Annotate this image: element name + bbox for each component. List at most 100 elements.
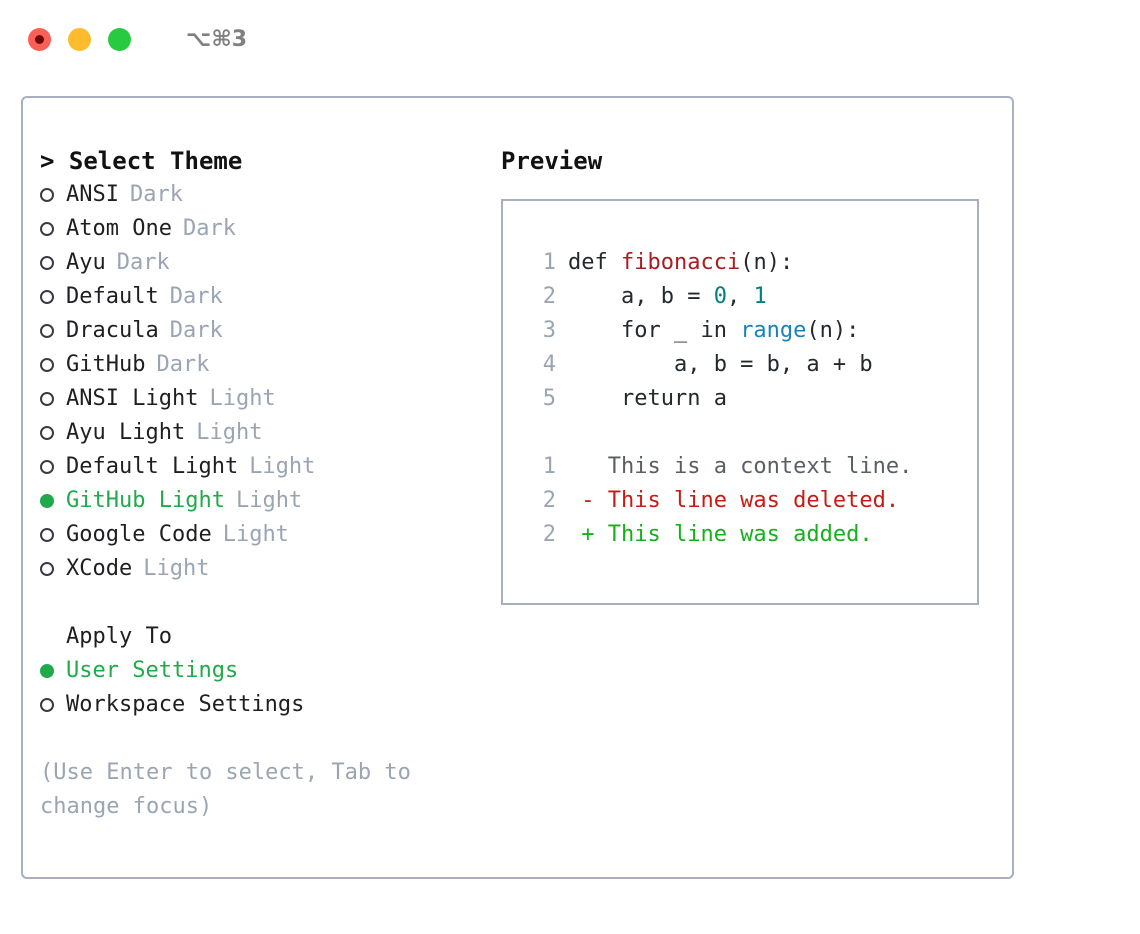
apply-to-option-user-settings[interactable]: User Settings bbox=[40, 654, 493, 688]
theme-kind-badge: Light bbox=[222, 522, 289, 547]
theme-kind-badge: Dark bbox=[169, 318, 223, 343]
theme-name: Google Code bbox=[66, 522, 212, 547]
apply-to-heading: Apply To bbox=[66, 624, 172, 649]
title-bar: ⌥⌘3 bbox=[0, 0, 1140, 78]
window-title: ⌥⌘3 bbox=[186, 26, 248, 52]
diff-line-ctx: 1 This is a context line. bbox=[522, 450, 977, 484]
code-token: for _ in bbox=[568, 318, 741, 343]
radio-unselected-icon[interactable] bbox=[40, 562, 54, 576]
radio-unselected-icon[interactable] bbox=[40, 698, 54, 712]
line-number: 1 bbox=[542, 250, 556, 275]
code-line: 4 a, b = b, a + b bbox=[522, 348, 977, 382]
maximize-button[interactable] bbox=[108, 27, 131, 51]
diff-line-add: 2 + This line was added. bbox=[522, 518, 977, 552]
theme-name: Default bbox=[66, 284, 159, 309]
radio-unselected-icon[interactable] bbox=[40, 392, 54, 406]
radio-unselected-icon[interactable] bbox=[40, 290, 54, 304]
theme-name: ANSI Light bbox=[66, 386, 199, 411]
apply-to-label: Workspace Settings bbox=[66, 692, 305, 717]
theme-option-xcode[interactable]: XCode Light bbox=[40, 552, 493, 586]
code-text: a, b = 0, 1 bbox=[568, 280, 767, 314]
code-token: return a bbox=[568, 386, 727, 411]
theme-kind-badge: Light bbox=[209, 386, 276, 411]
theme-name: Ayu bbox=[66, 250, 106, 275]
line-number: 1 bbox=[542, 454, 556, 479]
apply-to-label: User Settings bbox=[66, 658, 239, 683]
theme-name: Default Light bbox=[66, 454, 239, 479]
code-text: return a bbox=[568, 382, 727, 416]
close-button[interactable] bbox=[28, 27, 51, 51]
radio-unselected-icon[interactable] bbox=[40, 460, 54, 474]
theme-kind-badge: Dark bbox=[182, 216, 236, 241]
radio-unselected-icon[interactable] bbox=[40, 528, 54, 542]
code-text: def fibonacci(n): bbox=[568, 246, 793, 280]
theme-name: ANSI bbox=[66, 182, 119, 207]
radio-selected-icon[interactable] bbox=[40, 664, 54, 678]
theme-option-default-light[interactable]: Default Light Light bbox=[40, 450, 493, 484]
select-theme-heading: > Select Theme bbox=[40, 147, 243, 175]
theme-kind-badge: Light bbox=[235, 488, 303, 513]
radio-selected-icon[interactable] bbox=[40, 494, 54, 508]
code-token: a, b = b, a + b bbox=[568, 352, 873, 377]
line-number: 2 bbox=[542, 488, 556, 513]
code-text: a, b = b, a + b bbox=[568, 348, 873, 382]
theme-option-ansi-light[interactable]: ANSI Light Light bbox=[40, 382, 493, 416]
theme-kind-badge: Dark bbox=[129, 182, 183, 207]
radio-unselected-icon[interactable] bbox=[40, 188, 54, 202]
diff-text: - This line was deleted. bbox=[568, 488, 900, 513]
theme-name: XCode bbox=[66, 556, 133, 581]
theme-option-ayu[interactable]: Ayu Dark bbox=[40, 246, 493, 280]
code-line: 2 a, b = 0, 1 bbox=[522, 280, 977, 314]
theme-option-ayu-light[interactable]: Ayu Light Light bbox=[40, 416, 493, 450]
theme-kind-badge: Light bbox=[249, 454, 316, 479]
line-number: 5 bbox=[542, 386, 556, 411]
code-token: , bbox=[726, 284, 754, 309]
window-controls bbox=[28, 27, 131, 51]
theme-kind-badge: Light bbox=[196, 420, 263, 445]
code-token: fibonacci bbox=[620, 250, 741, 275]
radio-unselected-icon[interactable] bbox=[40, 426, 54, 440]
line-number: 4 bbox=[542, 352, 556, 377]
radio-unselected-icon[interactable] bbox=[40, 256, 54, 270]
keyboard-hint: (Use Enter to select, Tab to change focu… bbox=[40, 760, 425, 819]
theme-option-atom-one[interactable]: Atom One Dark bbox=[40, 212, 493, 246]
code-line: 5 return a bbox=[522, 382, 977, 416]
diff-text: + This line was added. bbox=[568, 522, 873, 547]
code-token: def bbox=[568, 250, 621, 275]
line-number: 2 bbox=[542, 284, 556, 309]
code-token: 0 bbox=[713, 284, 727, 309]
radio-unselected-icon[interactable] bbox=[40, 358, 54, 372]
theme-name: GitHub Light bbox=[66, 488, 225, 513]
line-number: 2 bbox=[542, 522, 556, 547]
theme-option-github[interactable]: GitHub Dark bbox=[40, 348, 493, 382]
apply-to-option-workspace-settings[interactable]: Workspace Settings bbox=[40, 688, 493, 722]
theme-option-google-code[interactable]: Google Code Light bbox=[40, 518, 493, 552]
theme-option-ansi[interactable]: ANSI Dark bbox=[40, 178, 493, 212]
minimize-button[interactable] bbox=[68, 27, 91, 51]
code-token: a, b = bbox=[568, 284, 714, 309]
line-number: 3 bbox=[542, 318, 556, 343]
theme-kind-badge: Dark bbox=[156, 352, 210, 377]
radio-unselected-icon[interactable] bbox=[40, 222, 54, 236]
radio-unselected-icon[interactable] bbox=[40, 324, 54, 338]
theme-name: Ayu Light bbox=[66, 420, 186, 445]
code-diff-spacer bbox=[522, 416, 977, 450]
theme-kind-badge: Dark bbox=[116, 250, 170, 275]
theme-kind-badge: Light bbox=[143, 556, 210, 581]
code-token: range bbox=[740, 318, 807, 343]
diff-text: This is a context line. bbox=[568, 454, 913, 479]
theme-name: GitHub bbox=[66, 352, 146, 377]
theme-option-github-light[interactable]: GitHub Light Light bbox=[40, 484, 493, 518]
theme-name: Atom One bbox=[66, 216, 172, 241]
code-text: for _ in range(n): bbox=[568, 314, 859, 348]
